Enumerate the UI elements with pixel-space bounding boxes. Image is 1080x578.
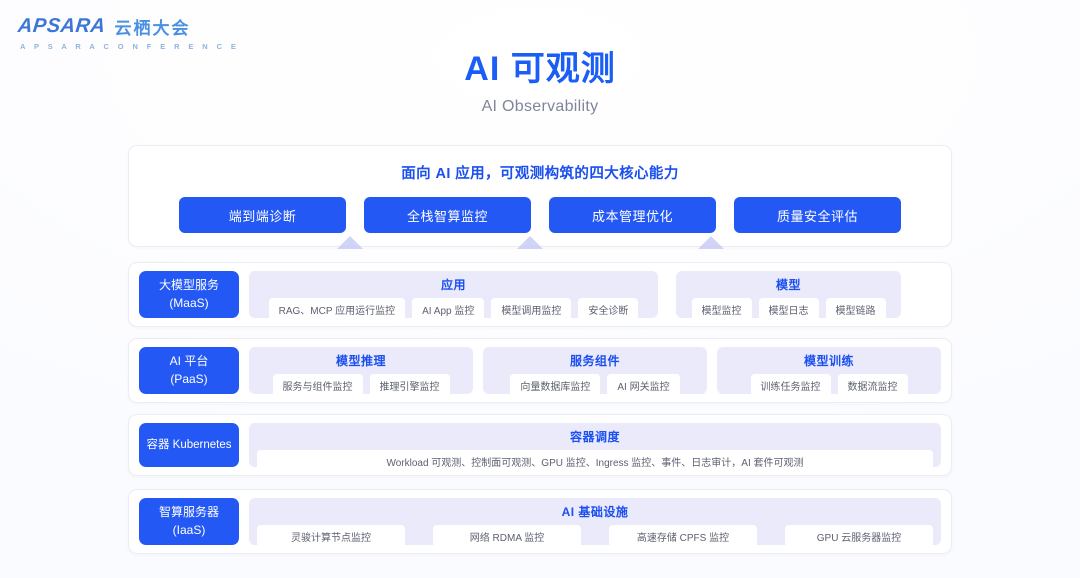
group-items-model: 模型监控 模型日志 模型链路 [684,298,893,321]
chip-vector-database-monitoring[interactable]: 向量数据库监控 [510,374,601,397]
chip-ai-app-monitoring[interactable]: AI App 监控 [412,298,485,321]
chip-high-speed-storage-cpfs-monitoring[interactable]: 高速存储 CPFS 监控 [609,525,757,548]
chip-container-observability-summary[interactable]: Workload 可观测、控制面可观测、GPU 监控、Ingress 监控、事件… [257,450,933,473]
layer-groups-iaas: AI 基础设施 灵骏计算节点监控 网络 RDMA 监控 高速存储 CPFS 监控… [249,498,941,548]
group-title-model: 模型 [775,278,801,292]
layer-label-iaas-line1: 智算服务器 [158,505,219,520]
capability-button-end-to-end-diagnosis[interactable]: 端到端诊断 [179,197,346,233]
page-title: AI 可观测 [464,50,616,88]
group-container-scheduling: 容器调度 Workload 可观测、控制面可观测、GPU 监控、Ingress … [249,423,941,473]
core-capability-heading: 面向 AI 应用，可观测构筑的四大核心能力 [401,166,679,182]
layer-row-iaas: 智算服务器 (IaaS) AI 基础设施 灵骏计算节点监控 网络 RDMA 监控… [128,489,952,554]
page-title-block: AI 可观测 AI Observability [0,48,1080,116]
group-items-service-components: 向量数据库监控 AI 网关监控 [491,374,699,397]
layer-label-paas-line1: AI 平台 [169,354,209,369]
chip-security-diagnosis[interactable]: 安全诊断 [578,298,639,321]
chip-model-logs[interactable]: 模型日志 [758,298,819,321]
core-capability-card: 面向 AI 应用，可观测构筑的四大核心能力 端到端诊断 全栈智算监控 成本管理优… [128,145,952,247]
up-arrow-icon-3 [698,236,724,249]
chip-rag-mcp-app-runtime-monitoring[interactable]: RAG、MCP 应用运行监控 [268,298,406,321]
layer-label-paas-line2: (PaaS) [170,371,208,386]
chip-model-invocation-monitoring[interactable]: 模型调用监控 [491,298,572,321]
group-items-ai-infrastructure: 灵骏计算节点监控 网络 RDMA 监控 高速存储 CPFS 监控 GPU 云服务… [257,525,933,548]
group-title-ai-infrastructure: AI 基础设施 [561,505,629,519]
chip-model-trace[interactable]: 模型链路 [825,298,886,321]
group-items-model-inference: 服务与组件监控 推理引擎监控 [257,374,465,397]
logo-tagline: A P S A R A C O N F E R E N C E [20,42,240,51]
layer-label-iaas[interactable]: 智算服务器 (IaaS) [139,498,239,545]
layer-groups-paas: 模型推理 服务与组件监控 推理引擎监控 服务组件 向量数据库监控 AI 网关监控… [249,347,941,397]
chip-ai-gateway-monitoring[interactable]: AI 网关监控 [607,374,680,397]
group-title-container-scheduling: 容器调度 [569,430,620,444]
chip-inference-engine-monitoring[interactable]: 推理引擎监控 [369,374,450,397]
group-ai-infrastructure: AI 基础设施 灵骏计算节点监控 网络 RDMA 监控 高速存储 CPFS 监控… [249,498,941,548]
group-title-model-training: 模型训练 [803,354,854,368]
group-items-model-training: 训练任务监控 数据流监控 [725,374,933,397]
layer-row-kubernetes: 容器 Kubernetes 容器调度 Workload 可观测、控制面可观测、G… [128,414,952,476]
capability-button-full-stack-monitoring[interactable]: 全栈智算监控 [364,197,531,233]
apsara-logo: APSARA 云栖大会 A P S A R A C O N F E R E N … [16,14,240,51]
logo-row: APSARA 云栖大会 [16,14,239,39]
capability-button-cost-optimization[interactable]: 成本管理优化 [549,197,716,233]
group-title-application: 应用 [440,278,466,292]
group-model-inference: 模型推理 服务与组件监控 推理引擎监控 [249,347,473,397]
up-arrow-icon-2 [517,236,543,249]
layer-label-maas-line1: 大模型服务 [158,278,219,293]
group-title-service-components: 服务组件 [569,354,620,368]
chip-training-job-monitoring[interactable]: 训练任务监控 [750,374,831,397]
group-model-training: 模型训练 训练任务监控 数据流监控 [717,347,941,397]
layer-label-kubernetes[interactable]: 容器 Kubernetes [139,423,239,467]
layer-groups-maas: 应用 RAG、MCP 应用运行监控 AI App 监控 模型调用监控 安全诊断 … [249,271,941,321]
layer-label-kubernetes-line1: 容器 Kubernetes [146,438,232,451]
group-model: 模型 模型监控 模型日志 模型链路 [676,271,901,321]
layer-row-paas: AI 平台 (PaaS) 模型推理 服务与组件监控 推理引擎监控 服务组件 向量… [128,338,952,403]
layer-groups-kubernetes: 容器调度 Workload 可观测、控制面可观测、GPU 监控、Ingress … [249,423,941,473]
page-subtitle: AI Observability [481,97,599,115]
group-items-container-scheduling: Workload 可观测、控制面可观测、GPU 监控、Ingress 监控、事件… [257,450,933,473]
logo-brand-en: APSARA [16,15,107,37]
layer-label-iaas-line2: (IaaS) [172,522,206,537]
logo-brand-cn: 云栖大会 [114,19,191,38]
chip-lingjun-compute-node-monitoring[interactable]: 灵骏计算节点监控 [257,525,405,548]
layer-label-maas-line2: (MaaS) [169,295,209,310]
layer-row-maas: 大模型服务 (MaaS) 应用 RAG、MCP 应用运行监控 AI App 监控… [128,262,952,327]
chip-data-flow-monitoring[interactable]: 数据流监控 [837,374,908,397]
layer-label-maas[interactable]: 大模型服务 (MaaS) [139,271,239,318]
chip-network-rdma-monitoring[interactable]: 网络 RDMA 监控 [433,525,581,548]
up-arrow-icon-1 [337,236,363,249]
group-title-model-inference: 模型推理 [335,354,386,368]
chip-service-component-monitoring[interactable]: 服务与组件监控 [272,374,363,397]
core-capability-button-row: 端到端诊断 全栈智算监控 成本管理优化 质量安全评估 [129,183,951,233]
group-application: 应用 RAG、MCP 应用运行监控 AI App 监控 模型调用监控 安全诊断 [249,271,658,321]
capability-button-quality-safety-evaluation[interactable]: 质量安全评估 [734,197,901,233]
chip-gpu-cloud-server-monitoring[interactable]: GPU 云服务器监控 [785,525,933,548]
group-service-components: 服务组件 向量数据库监控 AI 网关监控 [483,347,707,397]
chip-model-monitoring[interactable]: 模型监控 [691,298,752,321]
group-items-application: RAG、MCP 应用运行监控 AI App 监控 模型调用监控 安全诊断 [257,298,650,321]
layer-label-paas[interactable]: AI 平台 (PaaS) [139,347,239,394]
